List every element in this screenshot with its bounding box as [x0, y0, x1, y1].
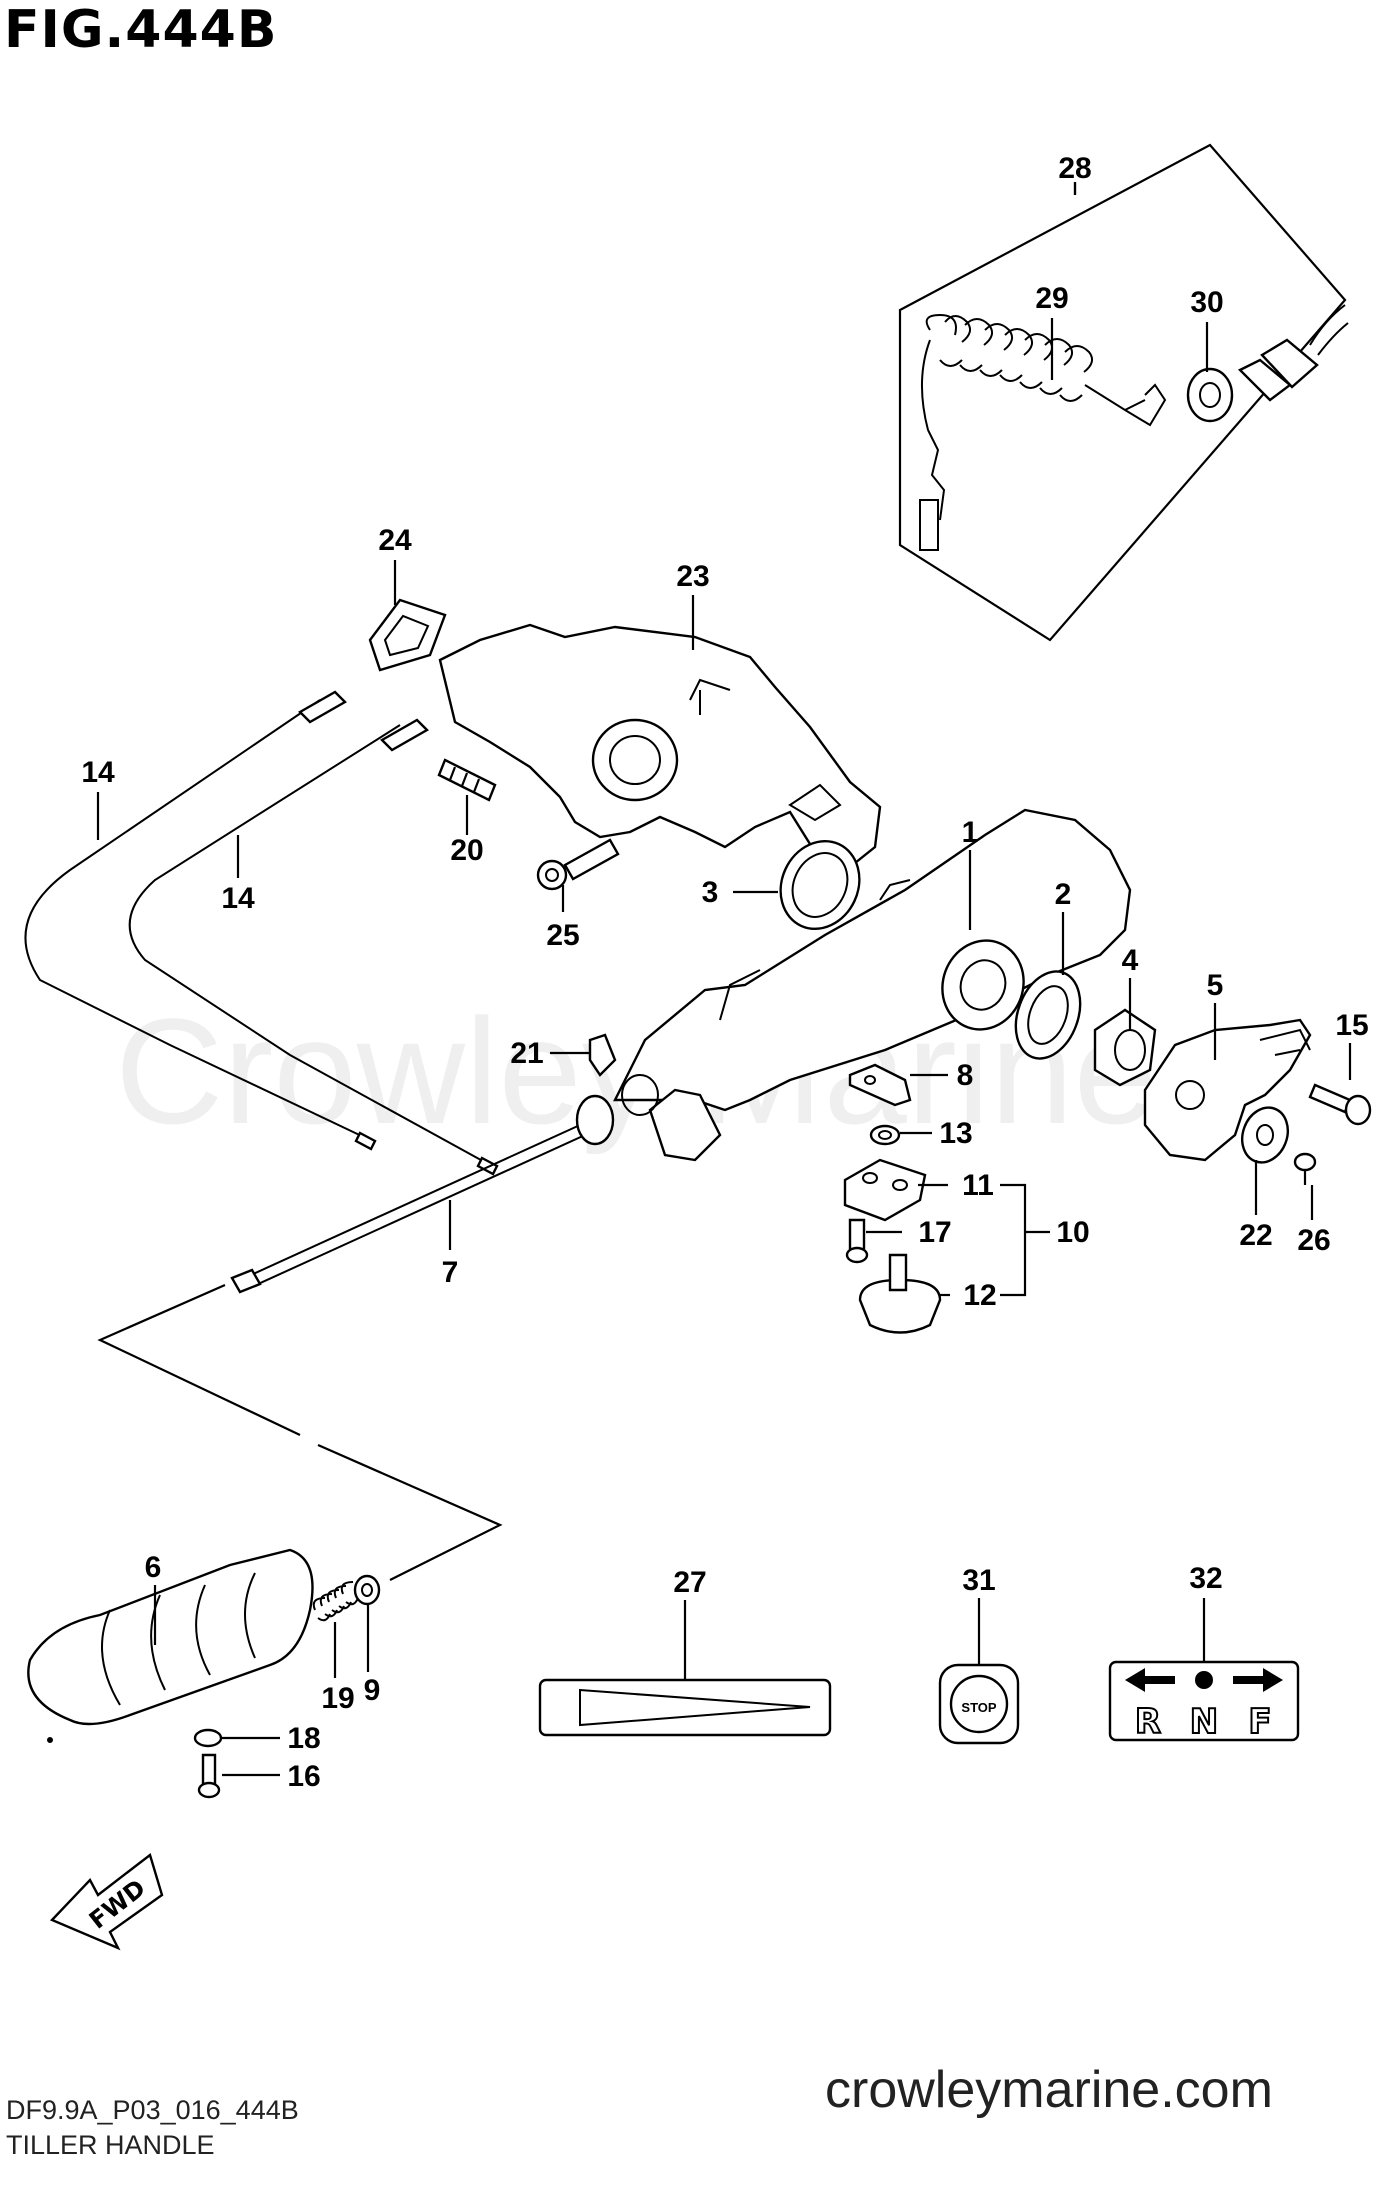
label-23: 23: [676, 560, 709, 593]
label-5: 5: [1207, 969, 1224, 1002]
screw-16: [197, 1753, 221, 1799]
shift-r: R: [1135, 1702, 1161, 1742]
label-6: 6: [145, 1551, 162, 1584]
collar-9: [353, 1574, 381, 1606]
arrow-left-icon: [1125, 1668, 1175, 1692]
seal-2: [1014, 970, 1082, 1060]
bracket-11: [843, 1158, 927, 1222]
label-9: 9: [364, 1674, 381, 1707]
label-11: 11: [962, 1169, 994, 1202]
decal-27: [538, 1678, 832, 1737]
label-29: 29: [1035, 282, 1068, 315]
label-8: 8: [957, 1059, 974, 1092]
arrow-right-icon: [1233, 1668, 1283, 1692]
label-30: 30: [1190, 286, 1223, 319]
leader-lines: [96, 182, 1352, 1777]
callout-labels: 28 29 30 24 23 14 14 20 25 3 1 2 4 5 15 …: [81, 152, 1368, 1793]
label-15: 15: [1335, 1009, 1368, 1042]
shift-n: N: [1190, 1702, 1218, 1742]
label-16: 16: [287, 1760, 320, 1793]
stop-text: STOP: [961, 1700, 996, 1715]
label-3: 3: [702, 876, 719, 909]
bushing-4: [1093, 1008, 1157, 1087]
label-18: 18: [287, 1722, 320, 1755]
decal-stop-31: STOP: [938, 1663, 1020, 1745]
label-17: 17: [918, 1216, 951, 1249]
label-13: 13: [939, 1117, 972, 1150]
decal-shift-32: R N F: [1108, 1660, 1300, 1743]
label-22: 22: [1239, 1219, 1272, 1252]
label-2: 2: [1055, 878, 1072, 911]
label-21: 21: [510, 1037, 543, 1070]
lanyard-coil-29: [919, 313, 1167, 551]
label-28: 28: [1058, 152, 1091, 185]
grommet-24: [368, 598, 447, 672]
label-7: 7: [442, 1256, 459, 1289]
bolt-25: [536, 838, 620, 891]
stop-switch-30: [1186, 304, 1349, 423]
fwd-arrow-icon: FWD: [49, 1852, 164, 1951]
throttle-arm-5: [1143, 1018, 1312, 1162]
cable-7: [230, 1094, 615, 1294]
label-31: 31: [962, 1564, 995, 1597]
shift-f: F: [1248, 1702, 1271, 1742]
label-4: 4: [1122, 944, 1139, 977]
label-14b: 14: [221, 882, 255, 915]
label-26: 26: [1297, 1224, 1330, 1257]
tiller-handle-1: [613, 808, 1132, 1162]
grip-6: [27, 1548, 314, 1743]
label-19: 19: [321, 1682, 354, 1715]
label-27: 27: [673, 1566, 706, 1599]
label-10: 10: [1056, 1216, 1089, 1249]
label-14a: 14: [81, 756, 115, 789]
label-20: 20: [450, 834, 483, 867]
screw-15: [1308, 1083, 1372, 1126]
label-24: 24: [378, 524, 412, 557]
washer-13: [869, 1124, 901, 1146]
knob-12: [858, 1253, 942, 1334]
tiller-cover-23: [438, 623, 882, 869]
group-bracket-10: [1000, 1183, 1050, 1297]
diagram-caption: TILLER HANDLE: [6, 2130, 215, 2160]
plate-8: [848, 1063, 912, 1107]
label-1: 1: [962, 816, 979, 849]
website-url: crowleymarine.com: [825, 2061, 1273, 2119]
label-12: 12: [963, 1279, 996, 1312]
diagram-code: DF9.9A_P03_016_444B: [6, 2095, 299, 2125]
label-25: 25: [546, 919, 579, 952]
cap-18: [193, 1728, 223, 1748]
spring-19: [312, 1581, 359, 1622]
assembly-link-line: [97, 1283, 503, 1581]
throttle-cables-14: [24, 690, 499, 1176]
label-32: 32: [1189, 1562, 1222, 1595]
screw-26: [1293, 1152, 1317, 1185]
ring-3: [779, 839, 861, 931]
pin-20: [437, 758, 497, 802]
screw-17: [845, 1218, 869, 1264]
figure-title: FIG.444B: [4, 0, 278, 60]
clip-21: [588, 1033, 617, 1077]
